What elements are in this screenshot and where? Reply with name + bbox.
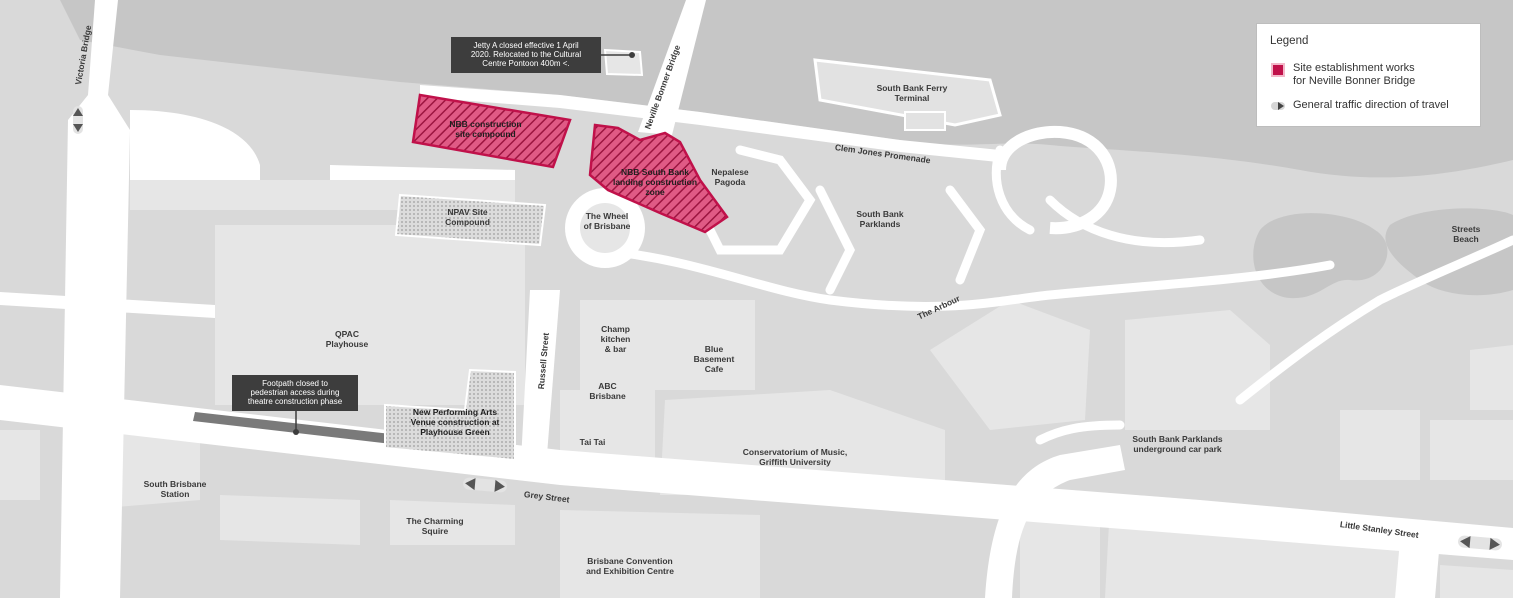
callout-jetty-a-closed: Jetty A closed effective 1 April 2020. R… bbox=[451, 37, 601, 73]
nbb-site-compound-zone bbox=[411, 93, 572, 169]
label-tai-tai: Tai Tai bbox=[579, 437, 606, 447]
promenade-ring bbox=[994, 125, 1117, 235]
legend: Legend Site establishment works for Nevi… bbox=[1256, 23, 1481, 127]
ferry-pontoon bbox=[904, 111, 946, 131]
nbb-landing-construction-zone bbox=[588, 123, 729, 234]
label-champ-kitchen: Champ kitchen & bar bbox=[600, 324, 631, 354]
label-streets-beach: Streets Beach bbox=[1451, 224, 1481, 244]
label-abc-brisbane: ABC Brisbane bbox=[589, 381, 626, 401]
label-nbb-site-compound: NBB construction site compound bbox=[449, 119, 522, 139]
label-wheel-of-brisbane: The Wheel of Brisbane bbox=[583, 211, 631, 231]
traffic-direction-icon bbox=[463, 477, 507, 493]
legend-item-traffic-direction: General traffic direction of travel bbox=[1293, 99, 1449, 111]
legend-title: Legend bbox=[1270, 35, 1309, 47]
traffic-arrows bbox=[73, 106, 1502, 551]
label-south-bank-parklands: South Bank Parklands bbox=[856, 209, 904, 229]
brisbane-river bbox=[60, 0, 1513, 178]
label-ferry-terminal: South Bank Ferry Terminal bbox=[876, 83, 948, 103]
traffic-direction-icon bbox=[1458, 535, 1502, 551]
jetty-a bbox=[603, 48, 644, 77]
label-blue-basement-cafe: Blue Basement Cafe bbox=[693, 344, 735, 374]
label-qpac-playhouse: QPAC Playhouse bbox=[325, 329, 369, 349]
label-npav-site-compound: NPAV Site Compound bbox=[445, 207, 490, 227]
label-convention-centre: Brisbane Convention and Exhibition Centr… bbox=[586, 556, 674, 576]
traffic-direction-legend-icon bbox=[1271, 102, 1285, 110]
site-works-swatch-icon bbox=[1271, 63, 1285, 77]
new-performing-arts-venue-site bbox=[384, 368, 516, 462]
npav-site-compound bbox=[394, 193, 547, 247]
streets-beach-lagoon-2 bbox=[1385, 208, 1513, 296]
label-charming-squire: The Charming Squire bbox=[406, 516, 464, 536]
label-nepalese-pagoda: Nepalese Pagoda bbox=[711, 167, 749, 187]
traffic-direction-icon bbox=[73, 106, 83, 134]
label-car-park: South Bank Parklands underground car par… bbox=[1132, 434, 1223, 454]
park-paths bbox=[595, 145, 1513, 445]
streets-beach-lagoon bbox=[1253, 213, 1388, 299]
label-nbb-landing-zone: NBB South Bank landing construction zone bbox=[612, 167, 698, 197]
label-conservatorium: Conservatorium of Music, Griffith Univer… bbox=[742, 447, 848, 467]
callout-footpath-closed: Footpath closed to pedestrian access dur… bbox=[232, 375, 358, 411]
label-new-performing-arts-venue: New Performing Arts Venue construction a… bbox=[410, 407, 500, 437]
jetty-callout-dot bbox=[629, 52, 635, 58]
legend-item-site-works: Site establishment works for Neville Bon… bbox=[1293, 62, 1416, 88]
ferry-terminal-structure bbox=[813, 58, 1002, 127]
wheel-of-brisbane-base bbox=[580, 203, 630, 253]
footpath-callout-dot bbox=[293, 429, 299, 435]
label-south-brisbane-station: South Brisbane Station bbox=[143, 479, 207, 499]
